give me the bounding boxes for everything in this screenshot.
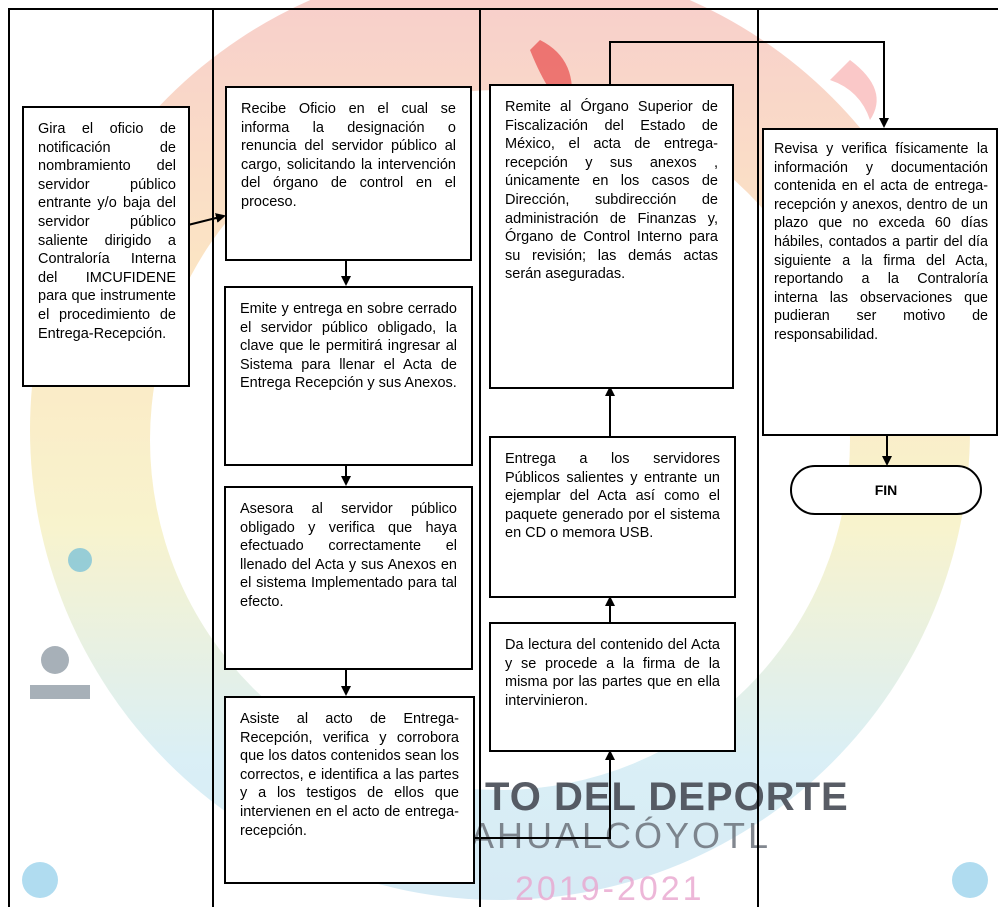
step-asiste-acto: Asiste al acto de Entrega-Recepción, ver… xyxy=(224,696,475,884)
watermark-line-1: TO DEL DEPORTE xyxy=(485,775,849,819)
watermark-line-2: AHUALCÓYOTL xyxy=(470,815,772,856)
lane-divider-2 xyxy=(479,8,481,907)
step-remite-osfem: Remite al Órgano Superior de Fiscalizaci… xyxy=(489,84,734,389)
watermark-line-3: 2019-2021 xyxy=(515,870,705,908)
step-recibe-oficio: Recibe Oficio en el cual se informa la d… xyxy=(225,86,472,261)
end-terminator: FIN xyxy=(790,465,982,515)
lane-divider-3 xyxy=(757,8,759,907)
step-da-lectura: Da lectura del contenido del Acta y se p… xyxy=(489,622,736,752)
lane-frame-top xyxy=(8,8,998,10)
lane-divider-1 xyxy=(212,8,214,907)
step-revisa-verifica: Revisa y verifica físicamente la informa… xyxy=(762,128,998,436)
step-entrega-ejemplar: Entrega a los servidores Públicos salien… xyxy=(489,436,736,598)
step-gira-oficio: Gira el oficio de notificación de nombra… xyxy=(22,106,190,387)
step-emite-clave: Emite y entrega en sobre cerrado el serv… xyxy=(224,286,473,466)
step-asesora: Asesora al servidor público obligado y v… xyxy=(224,486,473,670)
lane-divider-0 xyxy=(8,8,10,907)
